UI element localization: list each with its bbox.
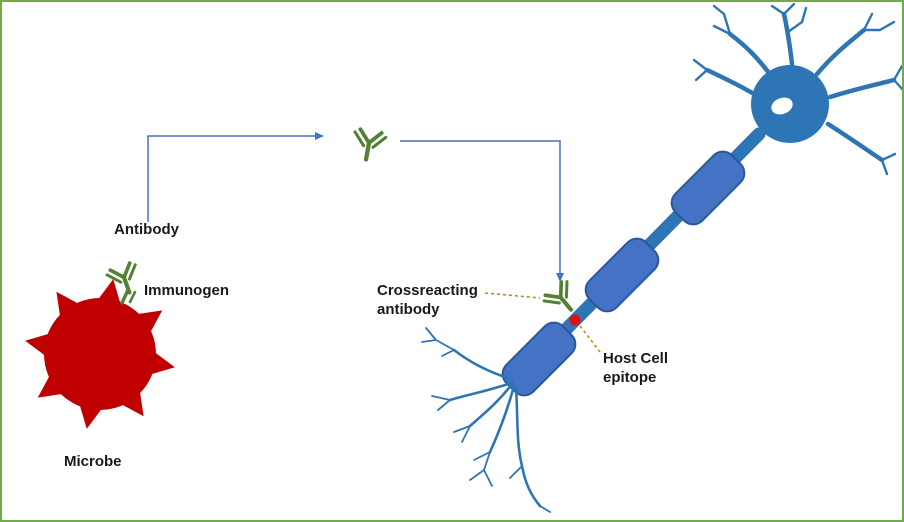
antibody-label: Antibody bbox=[114, 221, 179, 238]
arrow-connector-to-host-cell bbox=[400, 140, 564, 282]
myelin-segment bbox=[584, 237, 660, 313]
leader-line-host-cell bbox=[579, 325, 601, 353]
neuron-nucleus bbox=[771, 97, 793, 115]
host-cell-epitope-label: Host Cell epitope bbox=[603, 350, 669, 386]
immunogen-shape bbox=[120, 288, 137, 305]
axon-terminals bbox=[421, 327, 551, 513]
myelin-segments bbox=[501, 150, 746, 397]
epitope-dot bbox=[569, 314, 581, 326]
free-antibody-icon bbox=[351, 128, 387, 162]
arrow-connector-antibody-release bbox=[147, 132, 324, 222]
neuron-dendrites bbox=[692, 2, 902, 176]
crossreacting-antibody-label: Crossreacting antibody bbox=[377, 282, 478, 318]
immunogen-label: Immunogen bbox=[144, 282, 229, 299]
leader-line-crossreacting bbox=[484, 292, 541, 299]
neuron-shape bbox=[421, 2, 902, 513]
microbe-body bbox=[44, 298, 156, 410]
myelin-segment bbox=[670, 150, 746, 226]
microbe-shape bbox=[22, 276, 178, 432]
microbe-label: Microbe bbox=[64, 453, 122, 470]
